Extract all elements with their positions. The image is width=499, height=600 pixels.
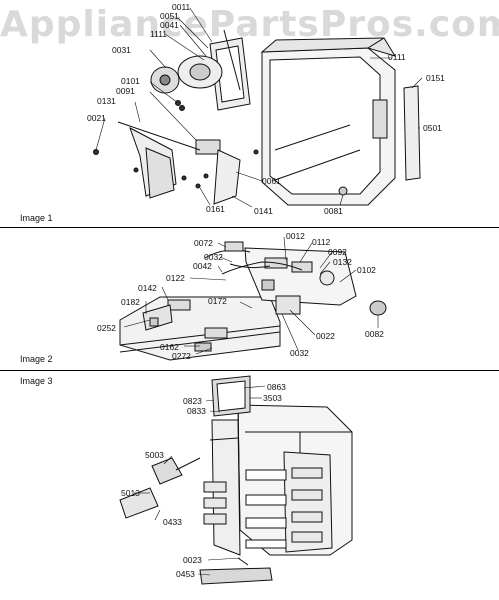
freezer-shelves <box>245 469 287 549</box>
kick-plate <box>199 557 273 585</box>
section-title-image-3: Image 3 <box>20 376 53 386</box>
watermark: AppliancePartsPros.com <box>0 4 499 45</box>
part-label-0032-lower[interactable]: 0032 <box>290 348 309 358</box>
part-label-0082[interactable]: 0082 <box>365 329 384 339</box>
part-label-3503[interactable]: 3503 <box>263 393 282 403</box>
part-label-0041[interactable]: 0041 <box>160 20 179 30</box>
damper-assembly <box>117 121 241 205</box>
part-label-0162[interactable]: 0162 <box>160 342 179 352</box>
part-label-0091[interactable]: 0091 <box>116 86 135 96</box>
part-label-0182[interactable]: 0182 <box>121 297 140 307</box>
part-label-0023[interactable]: 0023 <box>183 555 202 565</box>
part-label-0453[interactable]: 0453 <box>176 569 195 579</box>
part-label-0101[interactable]: 0101 <box>121 76 140 86</box>
part-label-0501[interactable]: 0501 <box>423 123 442 133</box>
fan-motor-assembly <box>150 55 223 111</box>
part-label-0151[interactable]: 0151 <box>426 73 445 83</box>
door-bins <box>203 467 323 543</box>
part-label-0172[interactable]: 0172 <box>208 296 227 306</box>
gasket-strip <box>403 85 421 181</box>
part-label-1111[interactable]: 1111 <box>150 29 168 39</box>
part-label-0433[interactable]: 0433 <box>163 517 182 527</box>
part-label-0061[interactable]: 0061 <box>262 176 281 186</box>
part-label-0112[interactable]: 0112 <box>312 237 331 247</box>
part-label-0141[interactable]: 0141 <box>254 206 273 216</box>
part-label-0823[interactable]: 0823 <box>183 396 202 406</box>
part-label-0833[interactable]: 0833 <box>187 406 206 416</box>
part-label-0072[interactable]: 0072 <box>194 238 213 248</box>
part-label-0122[interactable]: 0122 <box>166 273 185 283</box>
section-divider-1 <box>0 227 499 228</box>
part-label-0132[interactable]: 0132 <box>333 257 352 267</box>
section-title-image-1: Image 1 <box>20 213 53 223</box>
dispenser-cover <box>211 375 251 417</box>
part-label-0051[interactable]: 0051 <box>160 11 179 21</box>
part-label-5013[interactable]: 5013 <box>121 488 140 498</box>
part-label-0131[interactable]: 0131 <box>97 96 116 106</box>
image2-leaders <box>123 236 379 355</box>
part-label-0272[interactable]: 0272 <box>172 351 191 361</box>
part-label-0863[interactable]: 0863 <box>267 382 286 392</box>
part-label-0012[interactable]: 0012 <box>286 231 305 241</box>
dispenser-panel <box>119 296 281 361</box>
image3-leaders <box>134 385 266 576</box>
ice-chute-parts <box>119 457 201 519</box>
section-divider-2 <box>0 370 499 371</box>
part-label-0081[interactable]: 0081 <box>324 206 343 216</box>
part-label-5003[interactable]: 5003 <box>145 450 164 460</box>
fan-shroud <box>209 29 251 111</box>
part-label-0031[interactable]: 0031 <box>112 45 131 55</box>
part-label-0092[interactable]: 0092 <box>328 247 347 257</box>
part-label-0021[interactable]: 0021 <box>87 113 106 123</box>
part-label-0011[interactable]: 0011 <box>172 2 191 12</box>
part-label-0022[interactable]: 0022 <box>316 331 335 341</box>
part-label-0042[interactable]: 0042 <box>193 261 212 271</box>
part-label-0252[interactable]: 0252 <box>97 323 116 333</box>
image1-leaders <box>95 7 423 208</box>
image1-screws <box>93 149 348 196</box>
part-label-0111[interactable]: 0111 <box>388 52 406 62</box>
section-title-image-2: Image 2 <box>20 354 53 364</box>
part-label-0102[interactable]: 0102 <box>357 265 376 275</box>
evaporator-housing <box>260 37 397 206</box>
part-label-0032[interactable]: 0032 <box>204 252 223 262</box>
part-label-0142[interactable]: 0142 <box>138 283 157 293</box>
part-label-0161[interactable]: 0161 <box>206 204 225 214</box>
